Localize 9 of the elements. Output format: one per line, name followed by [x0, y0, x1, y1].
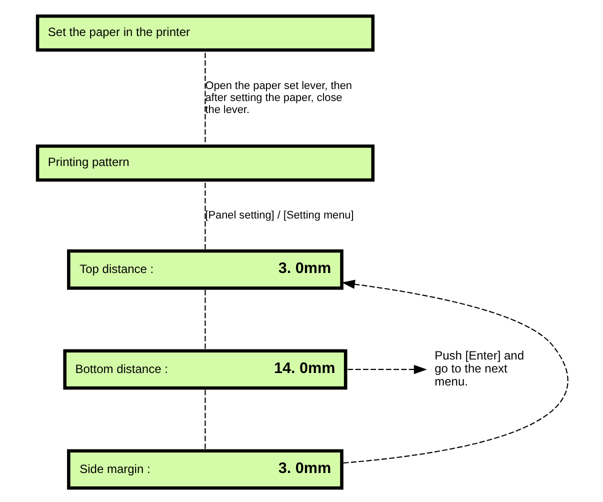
edge-label: [Panel setting] / [Setting menu] [204, 209, 354, 222]
arrow [341, 279, 568, 463]
connector [204, 389, 206, 449]
connector [204, 289, 206, 349]
arrow [347, 364, 427, 374]
edge-label: Open the paper set lever, then after setting the paper, close the lever. [204, 79, 352, 116]
connector [204, 52, 206, 143]
node-text: Push [Enter] and go to the next menu. [434, 348, 524, 388]
connector [204, 182, 206, 249]
